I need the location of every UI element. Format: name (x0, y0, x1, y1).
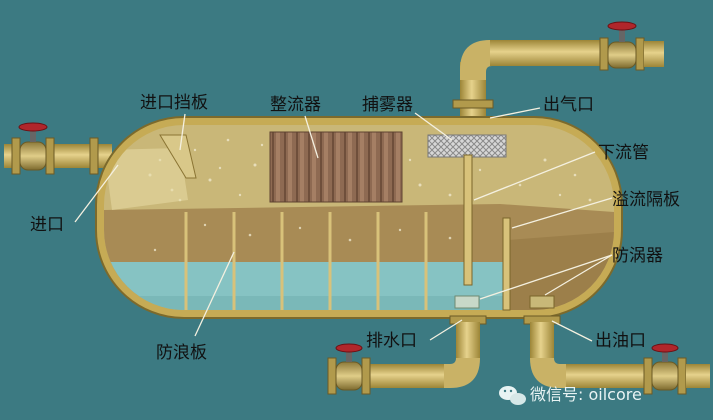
label-mist-eliminator: 捕雾器 (362, 95, 413, 115)
label-flow-straightener: 整流器 (270, 95, 321, 115)
leader-overflow-weir (511, 197, 613, 229)
leader-downcomer (473, 151, 596, 201)
label-oil-outlet: 出油口 (595, 331, 646, 351)
oil-outlet-valve (643, 343, 710, 395)
inlet-spray (104, 148, 188, 210)
vortex-breaker-oil (529, 295, 555, 309)
wave-breaker-plates (184, 212, 428, 310)
inlet-pipe (52, 144, 112, 168)
oil-outlet-vertical-pipe (530, 322, 554, 360)
water-drain-horizontal-pipe (370, 364, 444, 388)
overflow-weir-plate (502, 217, 511, 311)
oil-outlet-piping (523, 315, 710, 395)
gas-outlet-valve (599, 21, 664, 71)
leader-mist-eliminator (414, 112, 453, 141)
label-gas-outlet: 出气口 (543, 95, 594, 115)
label-water-drain: 排水口 (366, 331, 417, 351)
leader-flow-straightener (304, 115, 319, 159)
separator-vessel (95, 116, 623, 319)
water-drain-valve (327, 343, 371, 395)
leader-lines (74, 107, 613, 342)
oil-valve-handwheel (651, 343, 679, 353)
water-drain-vertical-pipe (456, 322, 480, 360)
leader-inlet (74, 164, 119, 223)
leader-water-drain (429, 319, 463, 341)
gas-outlet-piping (452, 21, 664, 132)
leader-inlet-baffle (179, 113, 186, 151)
water-drain-piping (327, 315, 487, 395)
label-overflow-weir: 溢流隔板 (612, 190, 680, 210)
leader-wave-breaker (194, 251, 235, 337)
label-inlet-baffle: 进口挡板 (140, 93, 208, 113)
wechat-icon (499, 386, 526, 405)
label-wave-breaker: 防浪板 (156, 343, 207, 363)
oil-outlet-horizontal-pipe (566, 364, 646, 388)
watermark: 微信号: oilcore (499, 385, 642, 405)
vortex-breaker-water (454, 295, 480, 309)
label-inlet: 进口 (30, 215, 64, 235)
oil-compartment (508, 232, 614, 310)
leader-vortex-breaker (479, 254, 613, 300)
water-valve-handwheel (335, 343, 363, 353)
downcomer-pipe (463, 154, 473, 286)
label-downcomer: 下流管 (598, 143, 649, 163)
watermark-text: 微信号: oilcore (530, 385, 642, 404)
leader-vortex-breaker-2 (544, 254, 613, 296)
leader-gas-outlet (489, 107, 541, 119)
inlet-flange (89, 137, 99, 175)
inlet-piping (4, 122, 112, 175)
oil-outlet-elbow (530, 358, 570, 388)
gas-valve-handwheel (607, 21, 637, 31)
inlet-baffle-plate (159, 134, 197, 179)
leader-oil-outlet (551, 320, 593, 342)
inlet-valve-handwheel (18, 122, 48, 132)
label-vortex-breaker: 防涡器 (612, 246, 663, 266)
inlet-valve (4, 122, 55, 175)
water-drain-elbow (440, 358, 480, 388)
water-layer-bottom (104, 296, 504, 310)
mist-eliminator-pad (427, 134, 507, 158)
gas-riser-flange (452, 99, 494, 109)
gas-horizontal-pipe (490, 40, 608, 66)
flow-straightener (269, 131, 403, 203)
